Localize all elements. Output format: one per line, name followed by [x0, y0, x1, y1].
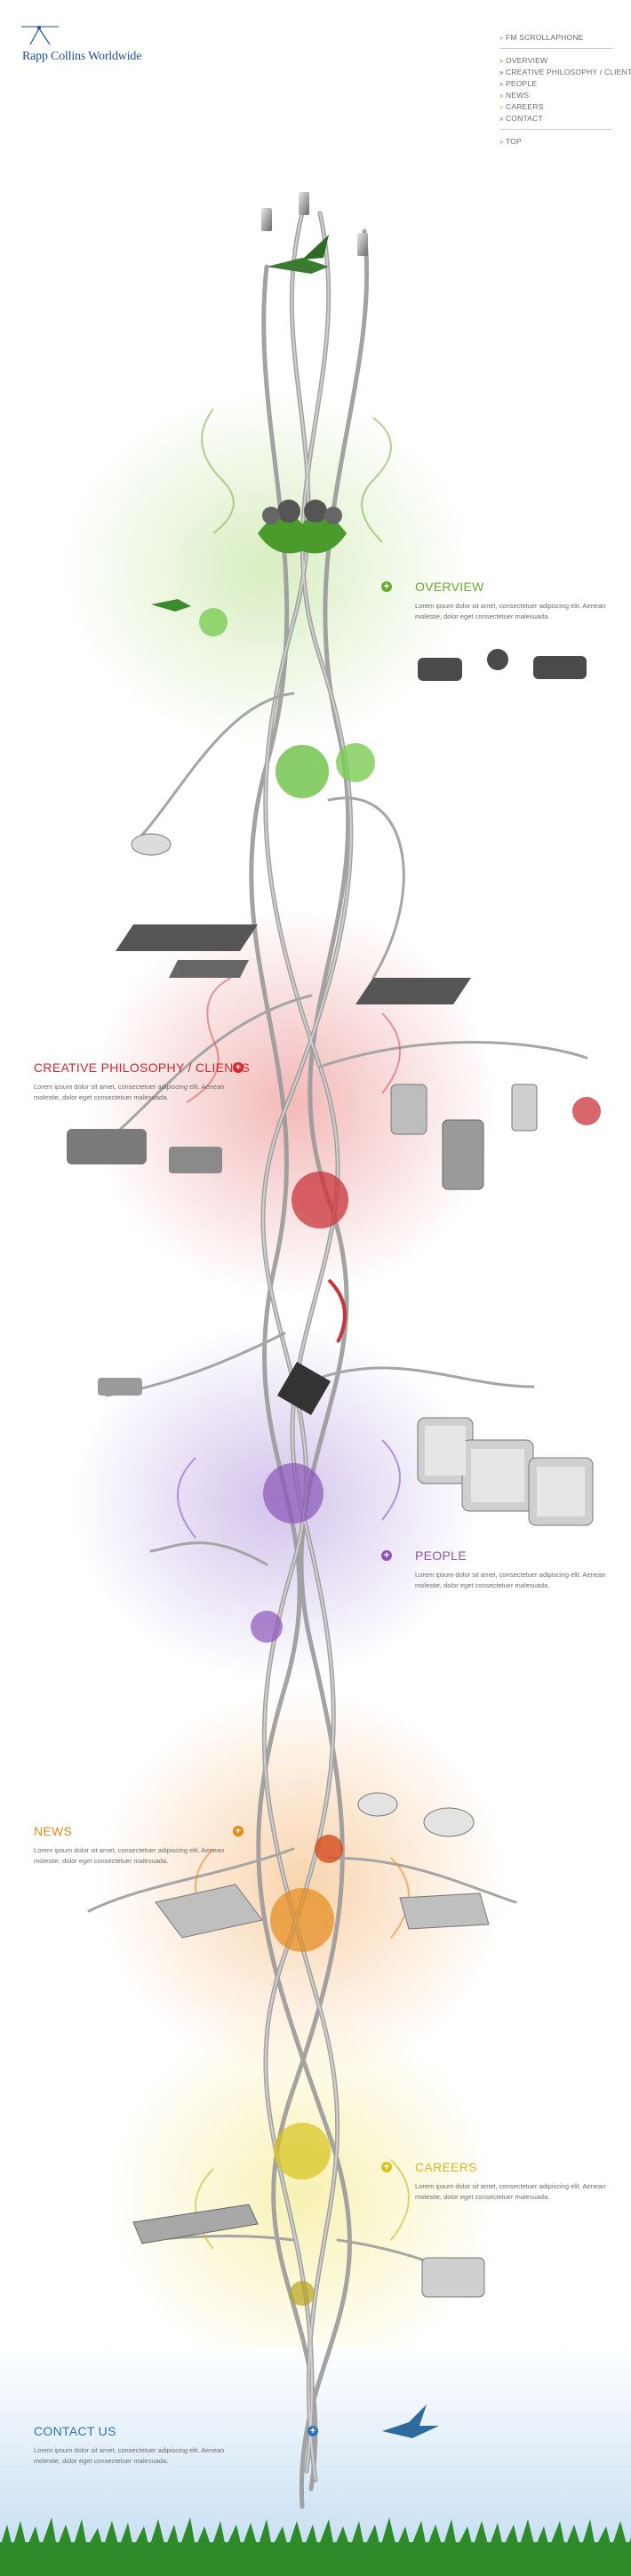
nav-item-label: PEOPLE: [506, 79, 538, 88]
red-flower-cluster: [292, 1097, 601, 1343]
nav-item-overview[interactable]: »OVERVIEW: [499, 56, 548, 65]
logo-mark-icon: [21, 26, 59, 45]
nav-primary-label: FM SCROLLAPHONE: [506, 33, 584, 42]
plus-circle-icon[interactable]: +: [233, 1062, 244, 1073]
section-text: Lorem ipsum dolor sit amet, consectetuer…: [415, 2182, 606, 2201]
section-title[interactable]: CONTACT US: [34, 2424, 116, 2438]
section-title[interactable]: PEOPLE: [415, 1548, 467, 1563]
nav-item-people[interactable]: »PEOPLE: [499, 79, 538, 88]
nav-item-news[interactable]: »NEWS: [499, 91, 530, 100]
section-text: Lorem ipsum dolor sit amet, consectetuer…: [415, 1571, 606, 1589]
plus-circle-icon[interactable]: +: [233, 1826, 244, 1836]
nav-primary-link[interactable]: »FM SCROLLAPHONE: [499, 33, 584, 42]
section-contact: + CONTACT US Lorem ipsum dolor sit amet,…: [34, 2424, 318, 2467]
section-text: Lorem ipsum dolor sit amet, consectetuer…: [415, 602, 606, 620]
brand-name: Rapp Collins Worldwide: [22, 50, 142, 63]
nav-item-contact[interactable]: »CONTACT: [499, 114, 543, 123]
section-text: Lorem ipsum dolor sit amet, consectetuer…: [34, 2446, 225, 2465]
section-title[interactable]: NEWS: [34, 1824, 73, 1838]
nav-item-label: CAREERS: [506, 102, 544, 111]
section-text: Lorem ipsum dolor sit amet, consectetuer…: [34, 1083, 225, 1101]
nav-divider: [499, 129, 613, 130]
top-navigation: »FM SCROLLAPHONE »OVERVIEW »CREATIVE PHI…: [499, 32, 631, 148]
plus-circle-icon[interactable]: +: [381, 581, 392, 592]
orange-flower-cluster: [270, 1835, 343, 1952]
plus-circle-icon[interactable]: +: [308, 2426, 318, 2436]
section-people: + PEOPLE Lorem ipsum dolor sit amet, con…: [381, 1548, 615, 1591]
nav-divider: [499, 48, 613, 49]
section-title[interactable]: CAREERS: [415, 2160, 477, 2174]
section-title[interactable]: OVERVIEW: [415, 580, 484, 594]
nav-top-label: TOP: [506, 137, 522, 146]
section-overview: + OVERVIEW Lorem ipsum dolor sit amet, c…: [381, 580, 615, 622]
section-text: Lorem ipsum dolor sit amet, consectetuer…: [34, 1846, 225, 1865]
nav-top-link[interactable]: »TOP: [499, 137, 522, 146]
yellow-flower-cluster: [274, 2123, 331, 2306]
purple-flower-cluster: [251, 1463, 323, 1643]
nav-item-label: CONTACT: [506, 114, 543, 123]
brand-logo[interactable]: Rapp Collins Worldwide: [20, 23, 162, 71]
nav-item-careers[interactable]: »CAREERS: [499, 102, 544, 111]
section-news: + NEWS Lorem ipsum dolor sit amet, conse…: [34, 1824, 244, 1867]
section-careers: + CAREERS Lorem ipsum dolor sit amet, co…: [381, 2160, 615, 2203]
plus-circle-icon[interactable]: +: [381, 2162, 392, 2172]
plus-circle-icon[interactable]: +: [381, 1550, 392, 1561]
nav-item-label: CREATIVE PHILOSOPHY / CLIENTS: [506, 68, 631, 76]
section-creative-philosophy: + CREATIVE PHILOSOPHY / CLIENTS Lorem ip…: [34, 1060, 250, 1103]
section-title[interactable]: CREATIVE PHILOSOPHY / CLIENTS: [34, 1060, 251, 1075]
nav-item-creative-philosophy[interactable]: »CREATIVE PHILOSOPHY / CLIENTS: [499, 67, 631, 78]
nav-item-label: OVERVIEW: [506, 56, 548, 65]
green-flower-cluster: [199, 500, 375, 798]
nav-item-label: NEWS: [506, 91, 530, 100]
